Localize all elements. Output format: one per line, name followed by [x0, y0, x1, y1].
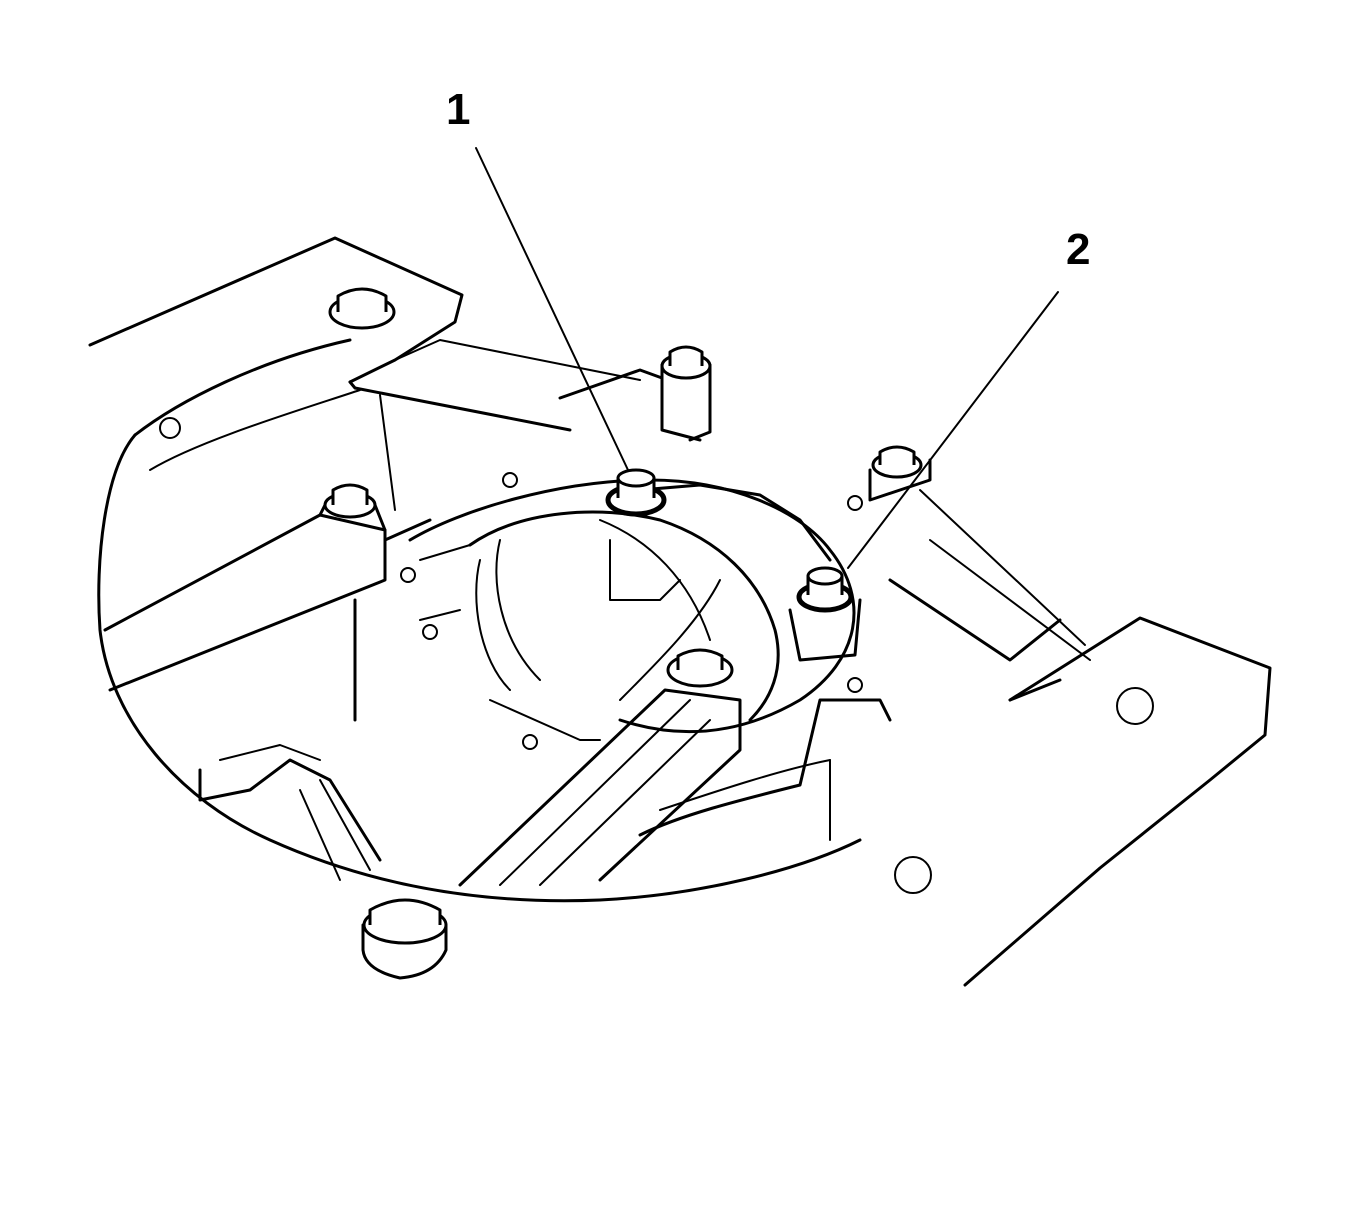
- callout-label-1: 1: [446, 85, 471, 134]
- top-left-stud: [328, 287, 396, 330]
- right-stud: [847, 445, 932, 511]
- upper-left-crossmember: [88, 236, 641, 432]
- bolt-2: [788, 566, 862, 662]
- left-arm: [103, 394, 432, 722]
- leader-line-2: [847, 291, 1059, 569]
- callout-label-2: 2: [1066, 225, 1091, 274]
- right-crossmember: [888, 489, 1272, 987]
- lower-center-arm: [458, 648, 742, 887]
- bolt-1: [605, 468, 832, 562]
- bottom-stud: [361, 898, 448, 980]
- lower-housing: [198, 472, 892, 881]
- housing-flange: [97, 338, 1154, 903]
- leader-line-1: [475, 147, 629, 471]
- upper-center-stud: [558, 345, 712, 442]
- ring-gear: [408, 478, 856, 741]
